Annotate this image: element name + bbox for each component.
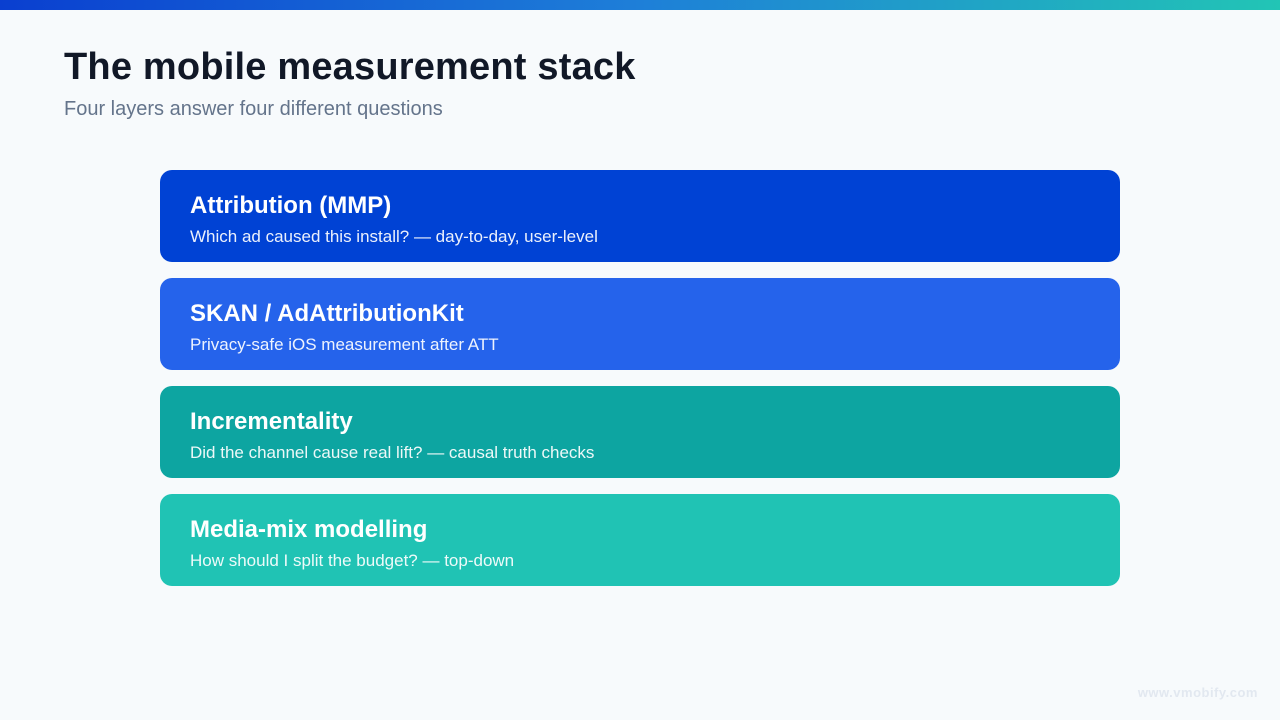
layer-title: SKAN / AdAttributionKit xyxy=(190,300,464,327)
layer-title: Attribution (MMP) xyxy=(190,192,392,219)
measurement-stack: Attribution (MMP) Which ad caused this i… xyxy=(160,170,1120,602)
layer-description: Which ad caused this install? — day-to-d… xyxy=(190,227,598,246)
layer-title: Incrementality xyxy=(190,408,353,435)
layer-media-mix: Media-mix modelling How should I split t… xyxy=(160,494,1120,586)
layer-attribution: Attribution (MMP) Which ad caused this i… xyxy=(160,170,1120,262)
layer-skan: SKAN / AdAttributionKit Privacy-safe iOS… xyxy=(160,278,1120,370)
layer-incrementality: Incrementality Did the channel cause rea… xyxy=(160,386,1120,478)
slide-title: The mobile measurement stack xyxy=(64,46,636,88)
top-accent-bar xyxy=(0,0,1280,10)
slide-subtitle: Four layers answer four different questi… xyxy=(64,98,443,120)
layer-title: Media-mix modelling xyxy=(190,516,428,543)
layer-description: Did the channel cause real lift? — causa… xyxy=(190,443,595,462)
layer-description: How should I split the budget? — top-dow… xyxy=(190,551,515,570)
watermark: www.vmobify.com xyxy=(1137,685,1258,700)
layer-description: Privacy-safe iOS measurement after ATT xyxy=(190,335,499,354)
